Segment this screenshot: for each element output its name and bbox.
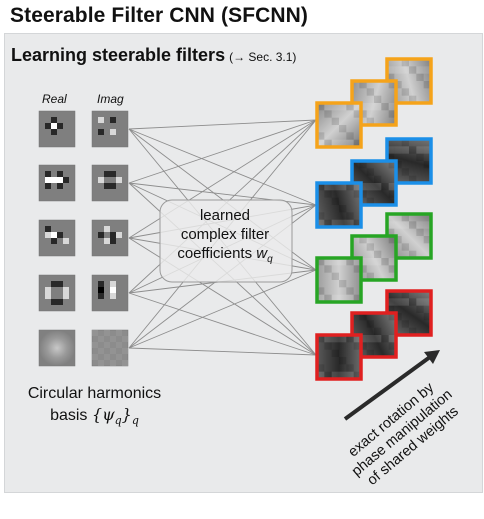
basis-math-sub: q (114, 414, 122, 428)
basis-caption-line1: Circular harmonics (27, 385, 162, 402)
basis-filter-imag-4 (91, 274, 129, 312)
imag-column-label: Imag (97, 92, 124, 106)
rotated-filter-red-1 (315, 333, 363, 381)
basis-filter-real-5 (38, 329, 76, 367)
basis-filter-real-3 (38, 219, 76, 257)
basis-caption: Circular harmonics basis {ψq}q (12, 383, 177, 431)
basis-filter-imag-2 (91, 164, 129, 202)
steerable-filter-diagram (38, 57, 440, 421)
basis-caption-word: basis (50, 407, 88, 424)
connection-line (128, 269, 317, 349)
connection-line (128, 128, 317, 206)
coefficients-box (159, 199, 293, 283)
basis-filter-real-4 (38, 274, 76, 312)
basis-math-open: {ψ (91, 405, 115, 424)
rotated-filter-red-2 (350, 311, 398, 359)
basis-math-sub2: q (131, 414, 139, 428)
rotated-filter-blue-1 (315, 181, 363, 229)
basis-filter-imag-3 (91, 219, 129, 257)
basis-math: {ψq}q (91, 405, 139, 428)
connection-line (128, 119, 317, 184)
rotated-filter-orange-1 (315, 101, 363, 149)
basis-filter-imag-1 (91, 110, 129, 148)
rotated-filter-green-1 (315, 256, 363, 304)
coefficients-word: coefficients (177, 245, 253, 262)
coefficients-label: learned complex filter coefficients wq (162, 206, 288, 269)
basis-math-close: } (121, 405, 132, 424)
coefficients-symbol: w (256, 245, 268, 262)
basis-filter-real-1 (38, 110, 76, 148)
connection-line (128, 347, 317, 356)
coefficients-line1: learned (199, 207, 251, 224)
coefficients-line2: complex filter (180, 226, 270, 243)
panel-heading: Learning steerable filters(→ Sec. 3.1) (11, 45, 296, 66)
connection-line (128, 292, 317, 356)
basis-filter-real-2 (38, 164, 76, 202)
basis-filters (38, 110, 129, 367)
rotated-filters (315, 57, 433, 381)
rotation-arrow (343, 350, 440, 421)
basis-caption-line2: basis {ψq}q (12, 404, 177, 431)
connection-line (128, 119, 317, 130)
basis-filter-imag-5 (91, 329, 129, 367)
coefficients-line3: coefficients wq (162, 244, 288, 269)
real-column-label: Real (42, 92, 67, 106)
rotated-filter-green-2 (350, 234, 398, 282)
panel-heading-text: Learning steerable filters (11, 45, 226, 65)
section-reference: (→ Sec. 3.1) (229, 50, 297, 64)
coefficients-symbol-sub: q (267, 254, 273, 265)
page-title: Steerable Filter CNN (SFCNN) (10, 4, 309, 27)
